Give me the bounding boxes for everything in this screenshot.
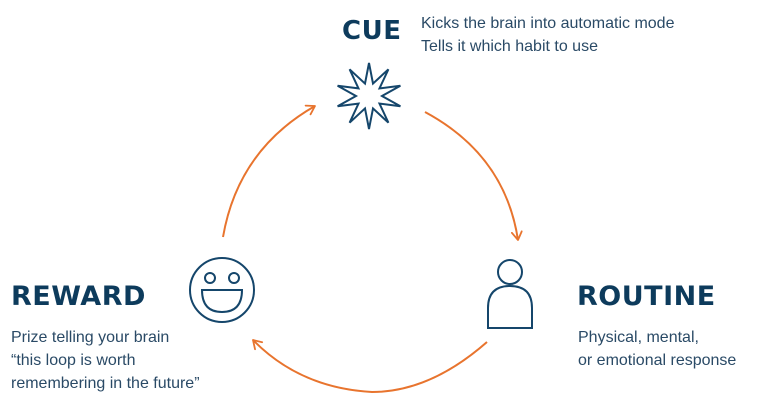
- routine-title: ROUTINE: [577, 281, 716, 312]
- reward-description-line: “this loop is worth: [11, 352, 136, 369]
- routine-description: Physical, mental, or emotional response: [578, 326, 736, 372]
- reward-description-line: Prize telling your brain: [11, 329, 170, 346]
- reward-title: REWARD: [11, 281, 146, 312]
- reward-description: Prize telling your brain “this loop is w…: [11, 326, 200, 395]
- cue-description: Kicks the brain into automatic mode Tell…: [421, 12, 674, 58]
- routine-description-line: Physical, mental,: [578, 329, 699, 346]
- cue-title: CUE: [342, 16, 402, 46]
- routine-description-line: or emotional response: [578, 352, 737, 369]
- cue-description-line: Tells it which habit to use: [421, 38, 598, 55]
- reward-to-cue-arrow: [222, 104, 316, 238]
- cue-to-routine-arrow: [424, 111, 523, 241]
- routine-to-reward-arrow: [252, 339, 488, 394]
- starburst-icon: [337, 62, 401, 130]
- smiley-face-icon: [189, 257, 255, 323]
- reward-description-line: remembering in the future”: [11, 375, 200, 392]
- person-icon: [487, 259, 533, 329]
- cue-description-line: Kicks the brain into automatic mode: [421, 15, 675, 32]
